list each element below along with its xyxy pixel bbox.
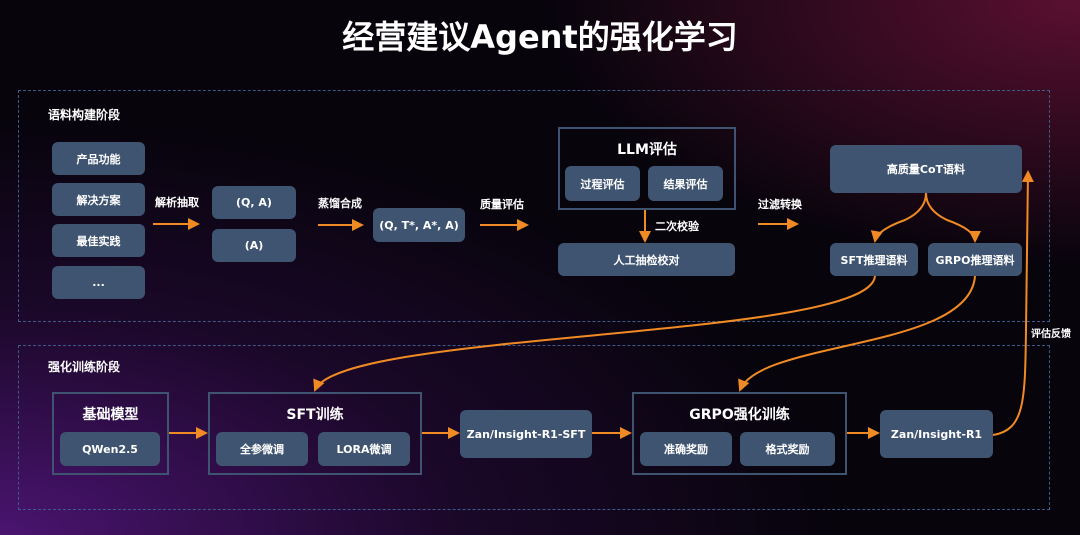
tuple-box: (Q, T*, A*, A) <box>373 208 465 242</box>
format-reward: 格式奖励 <box>740 432 835 466</box>
feedback-label: 评估反馈 <box>1031 329 1071 340</box>
training-stage-label: 强化训练阶段 <box>48 360 121 374</box>
sft-corpus: SFT推理语料 <box>830 243 918 276</box>
pair-a: (A) <box>212 229 296 262</box>
source-practice: 最佳实践 <box>52 224 145 257</box>
source-solution: 解决方案 <box>52 183 145 216</box>
grpo-group: GRPO强化训练 <box>632 392 847 475</box>
source-product: 产品功能 <box>52 142 145 175</box>
sft-model: Zan/Insight-R1-SFT <box>460 410 592 458</box>
arrow-sft-corpus <box>313 275 876 392</box>
base-model-title: 基础模型 <box>82 407 139 423</box>
lora-finetune: LORA微调 <box>318 432 410 466</box>
corpus-stage-frame <box>18 90 1050 322</box>
recheck-label: 二次校验 <box>655 220 699 233</box>
sft-title: SFT训练 <box>286 407 344 423</box>
arrow-grpo-corpus <box>738 275 976 392</box>
step-filter: 过滤转换 <box>758 198 802 211</box>
grpo-title: GRPO强化训练 <box>689 407 790 423</box>
arrow-cot-grpo <box>925 192 981 243</box>
llm-eval-group: LLM评估 <box>558 127 736 210</box>
final-model: Zan/Insight-R1 <box>880 410 993 458</box>
pair-qa: (Q, A) <box>212 186 296 219</box>
training-stage-frame <box>18 345 1050 510</box>
source-more: ... <box>52 266 145 299</box>
manual-check: 人工抽检校对 <box>558 243 735 276</box>
qwen-box: QWen2.5 <box>60 432 160 466</box>
step-extract: 解析抽取 <box>155 196 199 209</box>
arrow-cot-sft <box>870 192 927 243</box>
process-eval: 过程评估 <box>565 166 640 201</box>
full-finetune: 全参微调 <box>216 432 308 466</box>
corpus-stage-label: 语料构建阶段 <box>48 108 121 122</box>
step-distill: 蒸馏合成 <box>318 197 362 210</box>
sft-group: SFT训练 <box>208 392 422 475</box>
arrow-feedback <box>992 170 1034 436</box>
page-title: 经营建议Agent的强化学习 <box>342 18 738 56</box>
base-model-group: 基础模型 <box>52 392 169 475</box>
cot-corpus: 高质量CoT语料 <box>830 145 1022 193</box>
result-eval: 结果评估 <box>648 166 723 201</box>
grpo-corpus: GRPO推理语料 <box>928 243 1022 276</box>
step-quality: 质量评估 <box>480 198 524 211</box>
accuracy-reward: 准确奖励 <box>640 432 732 466</box>
llm-eval-title: LLM评估 <box>617 142 677 158</box>
